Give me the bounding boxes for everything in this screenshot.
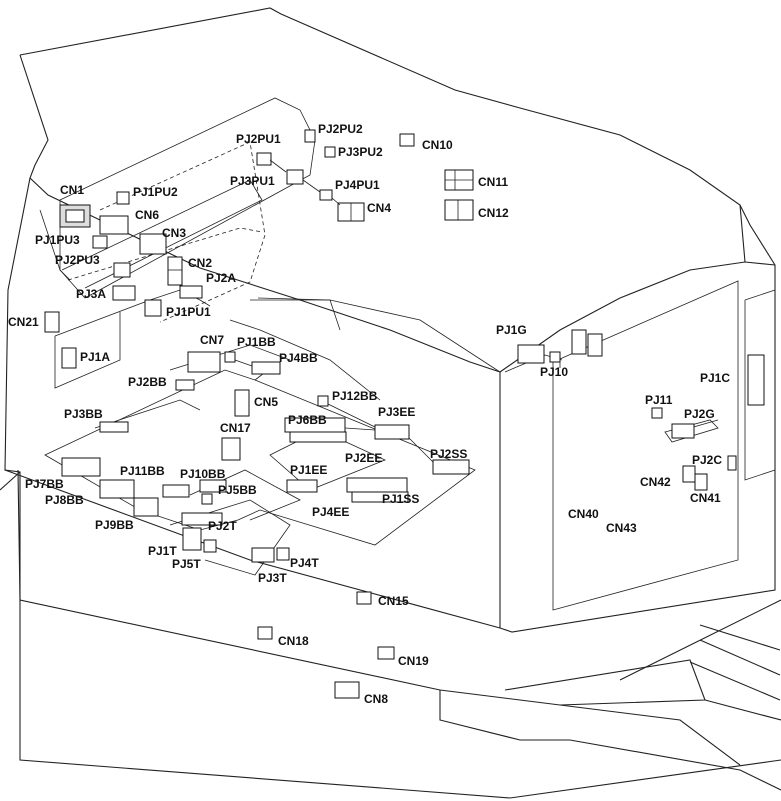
label-pj11bb: PJ11BB bbox=[120, 464, 165, 478]
label-pj11: PJ11 bbox=[645, 393, 673, 407]
label-cn42: CN42 bbox=[640, 475, 671, 489]
label-cn17: CN17 bbox=[220, 421, 251, 435]
label-pj6bb: PJ6BB bbox=[288, 413, 327, 427]
label-cn21: CN21 bbox=[8, 315, 39, 329]
label-pj3pu2: PJ3PU2 bbox=[338, 145, 383, 159]
label-pj2c: PJ2C bbox=[692, 453, 722, 467]
label-pj3ee: PJ3EE bbox=[378, 405, 415, 419]
label-cn19: CN19 bbox=[398, 654, 429, 668]
label-pj10bb: PJ10BB bbox=[180, 467, 226, 481]
label-pj5t: PJ5T bbox=[172, 557, 201, 571]
label-cn40: CN40 bbox=[568, 507, 599, 521]
label-pj3pu1: PJ3PU1 bbox=[230, 174, 275, 188]
label-cn7: CN7 bbox=[200, 333, 224, 347]
label-pj1pu3: PJ1PU3 bbox=[35, 233, 80, 247]
label-pj4bb: PJ4BB bbox=[279, 351, 318, 365]
label-cn8: CN8 bbox=[364, 692, 388, 706]
label-pj1c: PJ1C bbox=[700, 371, 730, 385]
label-pj2ss: PJ2SS bbox=[430, 447, 467, 461]
label-pj1ee: PJ1EE bbox=[290, 463, 327, 477]
label-pj1pu2: PJ1PU2 bbox=[133, 185, 178, 199]
machine-outline bbox=[0, 7, 781, 799]
label-pj2t: PJ2T bbox=[208, 519, 237, 533]
label-pj3bb: PJ3BB bbox=[64, 407, 103, 421]
label-pj7bb: PJ7BB bbox=[25, 477, 64, 491]
label-pj1g: PJ1G bbox=[496, 323, 527, 337]
label-pj2a: PJ2A bbox=[206, 271, 236, 285]
label-pj1ss: PJ1SS bbox=[382, 492, 419, 506]
label-cn5: CN5 bbox=[254, 395, 278, 409]
label-cn11: CN11 bbox=[478, 175, 508, 189]
label-pj3t: PJ3T bbox=[258, 571, 287, 585]
label-pj2g: PJ2G bbox=[684, 407, 715, 421]
label-pj1a: PJ1A bbox=[80, 350, 110, 364]
label-cn43: CN43 bbox=[606, 521, 637, 535]
label-cn12: CN12 bbox=[478, 206, 509, 220]
label-cn1: CN1 bbox=[60, 183, 84, 197]
label-pj10: PJ10 bbox=[540, 365, 568, 379]
leader-lines bbox=[234, 159, 561, 463]
label-pj2pu1: PJ2PU1 bbox=[236, 132, 281, 146]
connector-labels: PJ2PU1 PJ2PU2 PJ3PU2 CN10 CN11 CN12 PJ3P… bbox=[8, 122, 730, 706]
label-pj3a: PJ3A bbox=[76, 287, 106, 301]
label-pj4t: PJ4T bbox=[290, 556, 319, 570]
label-pj12bb: PJ12BB bbox=[332, 389, 378, 403]
main-board-outline bbox=[44, 299, 476, 576]
label-cn18: CN18 bbox=[278, 634, 309, 648]
label-pj1pu1: PJ1PU1 bbox=[166, 305, 211, 319]
label-pj1bb: PJ1BB bbox=[237, 335, 276, 349]
label-cn2: CN2 bbox=[188, 256, 212, 270]
connector-glyphs bbox=[44, 129, 765, 699]
label-pj8bb: PJ8BB bbox=[45, 493, 84, 507]
label-cn3: CN3 bbox=[162, 226, 186, 240]
label-pj5bb: PJ5BB bbox=[218, 483, 257, 497]
label-cn4: CN4 bbox=[367, 201, 391, 215]
label-pj2ee: PJ2EE bbox=[345, 451, 382, 465]
label-pj4pu1: PJ4PU1 bbox=[335, 178, 380, 192]
label-cn6: CN6 bbox=[135, 208, 159, 222]
label-pj4ee: PJ4EE bbox=[312, 505, 349, 519]
label-pj2bb: PJ2BB bbox=[128, 375, 167, 389]
label-pj9bb: PJ9BB bbox=[95, 518, 134, 532]
label-pj2pu2: PJ2PU2 bbox=[318, 122, 363, 136]
label-cn15: CN15 bbox=[378, 594, 409, 608]
label-cn41: CN41 bbox=[690, 491, 721, 505]
label-cn10: CN10 bbox=[422, 138, 453, 152]
label-pj1t: PJ1T bbox=[148, 544, 177, 558]
label-pj2pu3: PJ2PU3 bbox=[55, 253, 100, 267]
